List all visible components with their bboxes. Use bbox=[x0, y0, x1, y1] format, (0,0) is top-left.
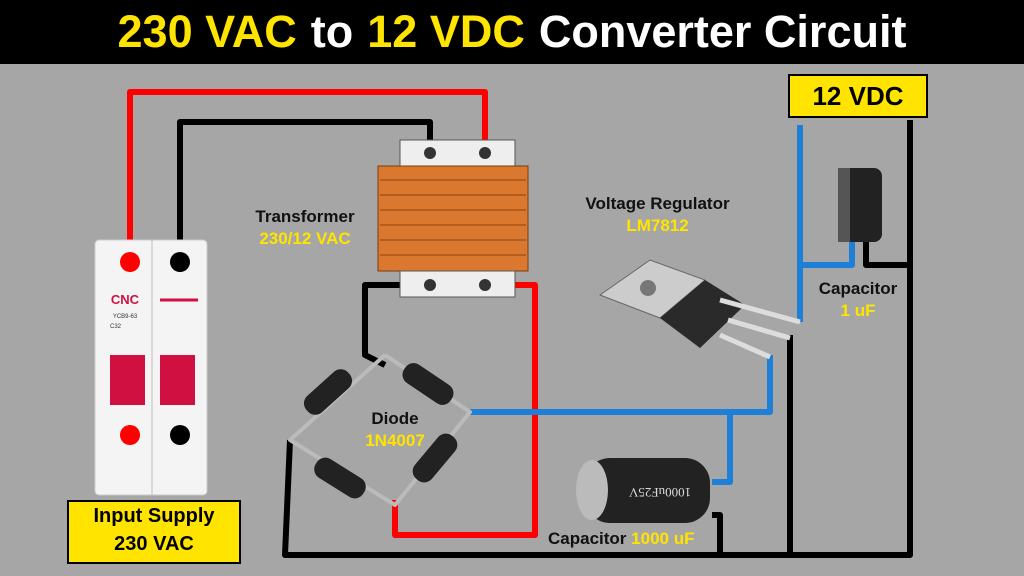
transformer-label: Transformer 230/12 VAC bbox=[240, 206, 370, 250]
label-name: Diode bbox=[371, 409, 419, 428]
label-value: 230/12 VAC bbox=[259, 229, 351, 248]
neutral-wire bbox=[177, 119, 433, 262]
label-value: 1N4007 bbox=[365, 431, 425, 450]
transformer bbox=[377, 139, 529, 298]
input-supply-box: Input Supply 230 VAC bbox=[67, 500, 241, 564]
capacitor-1uf bbox=[838, 168, 882, 242]
circuit-breaker: CNC YCB9-63 C32 bbox=[94, 239, 208, 496]
label-value: LM7812 bbox=[626, 216, 689, 235]
svg-text:YCB9-63: YCB9-63 bbox=[113, 314, 138, 320]
title-part: Converter Circuit bbox=[538, 6, 907, 57]
capacitor-1000uf: 1000uF25V bbox=[576, 458, 710, 523]
diode-bridge bbox=[303, 363, 458, 499]
secondary-wire-black bbox=[362, 282, 430, 368]
diode-label: Diode 1N4007 bbox=[345, 408, 445, 452]
cap-large-label: Capacitor 1000 uF bbox=[548, 528, 738, 550]
label-value: 1 uF bbox=[840, 301, 876, 320]
label-name: Transformer bbox=[255, 207, 355, 226]
cap-small-label: Capacitor 1 uF bbox=[808, 278, 908, 322]
input-line1: Input Supply bbox=[93, 505, 215, 527]
svg-text:1000uF25V: 1000uF25V bbox=[628, 485, 691, 500]
title-bar: 230 VAC to 12 VDC Converter Circuit bbox=[0, 0, 1024, 64]
title-part: 230 VAC bbox=[117, 6, 297, 57]
cap-positive-wire bbox=[712, 412, 733, 485]
svg-text:C32: C32 bbox=[110, 324, 122, 330]
voltage-regulator bbox=[598, 259, 801, 360]
title-part: 12 VDC bbox=[367, 6, 525, 57]
ground-wire bbox=[282, 120, 913, 558]
input-line2: 230 VAC bbox=[114, 533, 194, 555]
title-part: to bbox=[310, 6, 354, 57]
secondary-wire-red bbox=[392, 282, 538, 538]
label-name: Capacitor bbox=[818, 279, 898, 298]
label-value: 1000 uF bbox=[631, 529, 695, 548]
small-cap-negative bbox=[863, 240, 910, 268]
svg-text:CNC: CNC bbox=[111, 292, 140, 307]
small-cap-positive bbox=[800, 240, 855, 268]
cap-negative-wire bbox=[712, 512, 723, 555]
output-voltage-box: 12 VDC bbox=[788, 74, 928, 118]
live-wire bbox=[127, 89, 488, 262]
rectifier-positive-wire bbox=[470, 355, 773, 415]
label-name: Capacitor bbox=[548, 529, 627, 548]
regulator-label: Voltage Regulator LM7812 bbox=[565, 193, 750, 237]
label-name: Voltage Regulator bbox=[585, 194, 730, 213]
